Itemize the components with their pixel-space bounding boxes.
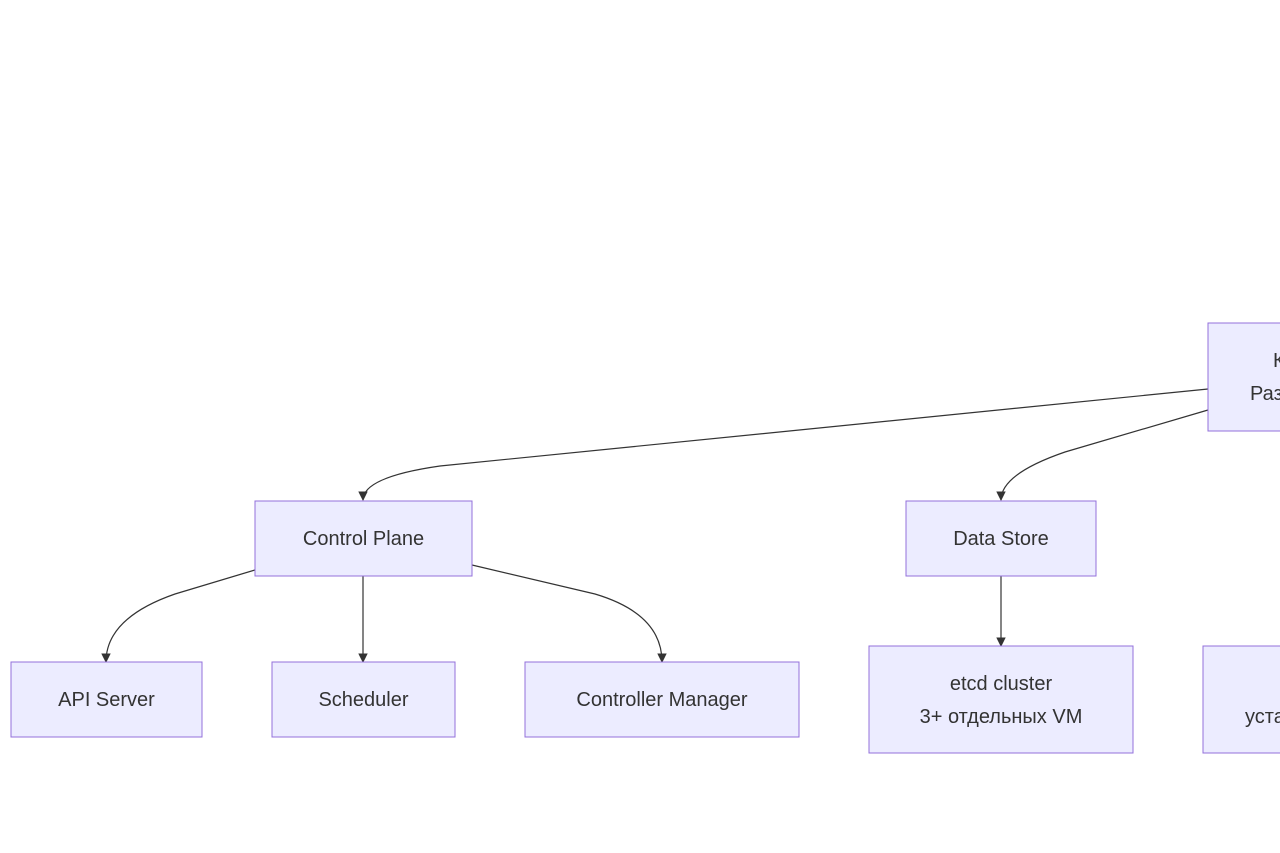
- node-controller-manager[interactable]: Controller Manager: [524, 661, 800, 738]
- node-data-store[interactable]: Data Store: [905, 500, 1097, 577]
- node-etcd-line-2: 3+ отдельных VM: [920, 706, 1083, 728]
- node-etcd[interactable]: etcd cluster 3+ отдельных VM: [868, 645, 1134, 754]
- edge-control-plane-api-server: [101, 569, 256, 663]
- node-api-server[interactable]: API Server: [10, 661, 203, 738]
- node-etcd-line-1: etcd cluster: [950, 673, 1053, 695]
- node-root-line-1: К: [1273, 350, 1280, 372]
- node-root-line-2: Раз: [1250, 383, 1280, 405]
- edge-control-plane-controller-manager: [471, 564, 667, 663]
- node-api-server-label: API Server: [58, 689, 155, 711]
- node-controller-manager-label: Controller Manager: [576, 689, 748, 711]
- node-control-plane-label: Control Plane: [303, 528, 424, 550]
- edges: [101, 388, 1209, 663]
- node-control-plane[interactable]: Control Plane: [254, 500, 473, 577]
- node-data-store-label: Data Store: [953, 528, 1049, 550]
- node-partial-right-label: уста: [1245, 706, 1280, 728]
- node-scheduler[interactable]: Scheduler: [271, 661, 456, 738]
- node-scheduler-label: Scheduler: [318, 689, 408, 711]
- edge-root-control-plane: [358, 388, 1209, 501]
- edge-root-data-store: [996, 409, 1209, 501]
- node-partial-right[interactable]: уста: [1202, 645, 1280, 754]
- node-root[interactable]: К Раз: [1207, 322, 1280, 432]
